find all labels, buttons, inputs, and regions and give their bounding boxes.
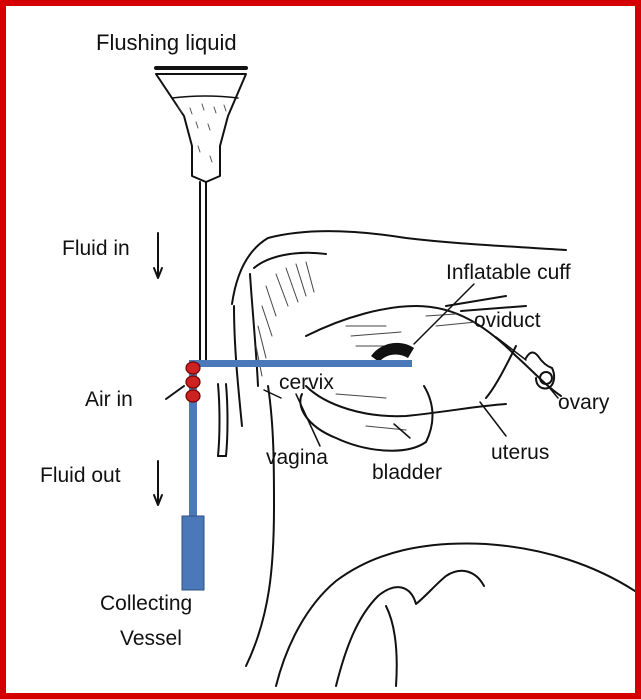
funnel-icon — [154, 66, 248, 183]
label-air-in: Air in — [85, 388, 133, 411]
label-oviduct: oviduct — [474, 309, 541, 332]
label-collecting-vessel-line1: Collecting — [100, 592, 193, 615]
label-ovary: ovary — [558, 391, 610, 414]
catheter — [181, 360, 412, 591]
label-bladder: bladder — [372, 461, 443, 484]
label-vagina: vagina — [266, 446, 328, 469]
air-valve-icon — [185, 361, 201, 403]
label-fluid-out: Fluid out — [40, 464, 121, 487]
label-inflatable-cuff: Inflatable cuff — [446, 261, 571, 284]
label-fluid-in: Fluid in — [62, 237, 130, 260]
fluid-in-arrow-icon — [153, 232, 163, 279]
label-pointers — [263, 283, 559, 447]
label-flushing-liquid: Flushing liquid — [96, 30, 237, 55]
label-cervix: cervix — [279, 371, 334, 394]
inflatable-cuff-shape — [371, 342, 414, 362]
label-uterus: uterus — [491, 441, 550, 464]
flushing-diagram — [153, 66, 635, 687]
pelvic-outline — [275, 542, 635, 687]
air-in-pointer — [165, 385, 185, 400]
fluid-out-arrow-icon — [153, 460, 163, 506]
label-collecting-vessel-line2: Vessel — [120, 627, 182, 650]
collecting-vessel — [181, 515, 205, 591]
